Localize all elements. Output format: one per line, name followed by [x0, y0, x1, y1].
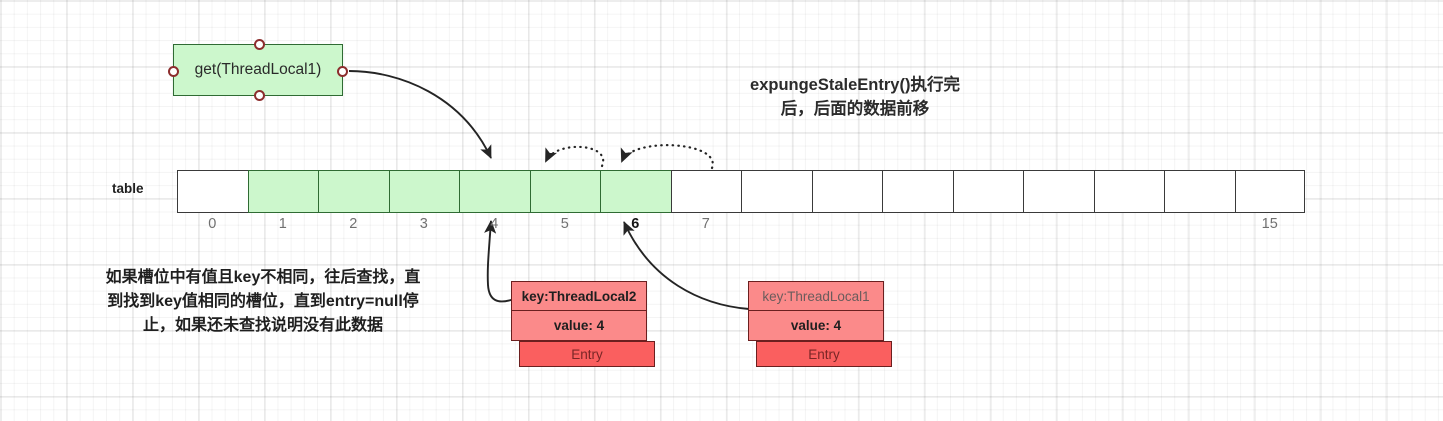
note-line-1: 如果槽位中有值且key不相同，往后查找，直 [105, 269, 421, 286]
get-box-label: get(ThreadLocal1) [194, 61, 322, 78]
table-label: table [112, 181, 144, 196]
index-label-0: 0 [208, 216, 217, 232]
index-label-5: 5 [560, 216, 569, 232]
table-index-labels: 0 1 2 3 4 5 6 7 15 [177, 216, 1305, 236]
table-cell-8[interactable] [741, 170, 812, 213]
index-label-14 [1164, 216, 1235, 236]
lookup-rule-note: 如果槽位中有值且key不相同，往后查找，直 到找到key值相同的槽位，直到ent… [48, 266, 478, 338]
table-cell-1[interactable] [247, 170, 318, 213]
index-label-8 [741, 216, 812, 236]
index-label-11 [953, 216, 1024, 236]
handle-left-icon[interactable] [168, 65, 179, 77]
entry1-value: value: 4 [748, 311, 884, 341]
handle-top-icon[interactable] [253, 39, 265, 50]
index-label-15: 15 [1261, 216, 1278, 232]
index-label-7: 7 [701, 216, 710, 232]
index-label-12 [1023, 216, 1094, 236]
arrow-shift-6-to-5 [544, 145, 605, 168]
table-cell-5[interactable] [529, 170, 600, 213]
entry1-key: key:ThreadLocal1 [748, 281, 884, 311]
title-line-1: expungeStaleEntry()执行完 [750, 76, 960, 94]
arrow-get-to-cell4 [348, 70, 492, 159]
table-cell-12[interactable] [1023, 170, 1094, 213]
arrow-shift-7-to-6 [620, 144, 714, 170]
index-label-4: 4 [490, 216, 499, 232]
table-cell-6[interactable] [600, 170, 671, 213]
entry2-value: value: 4 [511, 311, 647, 341]
index-label-13 [1094, 216, 1165, 236]
index-label-3: 3 [419, 216, 428, 232]
table-cell-4[interactable] [459, 170, 530, 213]
entry2-key: key:ThreadLocal2 [511, 281, 647, 311]
entry-threadlocal2[interactable]: key:ThreadLocal2 value: 4 Entry [511, 281, 655, 367]
table-cell-11[interactable] [952, 170, 1023, 213]
note-line-3: 止，如果还未查找说明没有此数据 [142, 317, 383, 334]
table-cell-3[interactable] [388, 170, 459, 213]
title-line-2: 后，后面的数据前移 [780, 99, 930, 118]
handle-right-icon[interactable] [337, 65, 348, 77]
entry1-footer: Entry [756, 341, 892, 367]
table-cell-0[interactable] [177, 170, 248, 213]
table-cells [177, 170, 1305, 213]
index-label-1: 1 [278, 216, 287, 232]
index-label-2: 2 [349, 216, 358, 232]
entry2-footer: Entry [519, 341, 655, 367]
table-cell-15[interactable] [1234, 170, 1305, 213]
table-cell-2[interactable] [318, 170, 389, 213]
note-line-2: 到找到key值相同的槽位，直到entry=null停 [107, 293, 419, 310]
index-label-10 [882, 216, 953, 236]
index-label-6: 6 [631, 216, 640, 232]
table-cell-14[interactable] [1164, 170, 1235, 213]
table-cell-13[interactable] [1093, 170, 1164, 213]
get-threadlocal1-box[interactable]: get(ThreadLocal1) [168, 39, 348, 101]
entry-threadlocal1[interactable]: key:ThreadLocal1 value: 4 Entry [748, 281, 892, 367]
index-label-9 [812, 216, 883, 236]
table-cell-7[interactable] [670, 170, 741, 213]
table-cell-9[interactable] [811, 170, 882, 213]
handle-bottom-icon[interactable] [253, 90, 265, 101]
table-cell-10[interactable] [882, 170, 953, 213]
diagram-title: expungeStaleEntry()执行完 后，后面的数据前移 [690, 74, 1020, 122]
